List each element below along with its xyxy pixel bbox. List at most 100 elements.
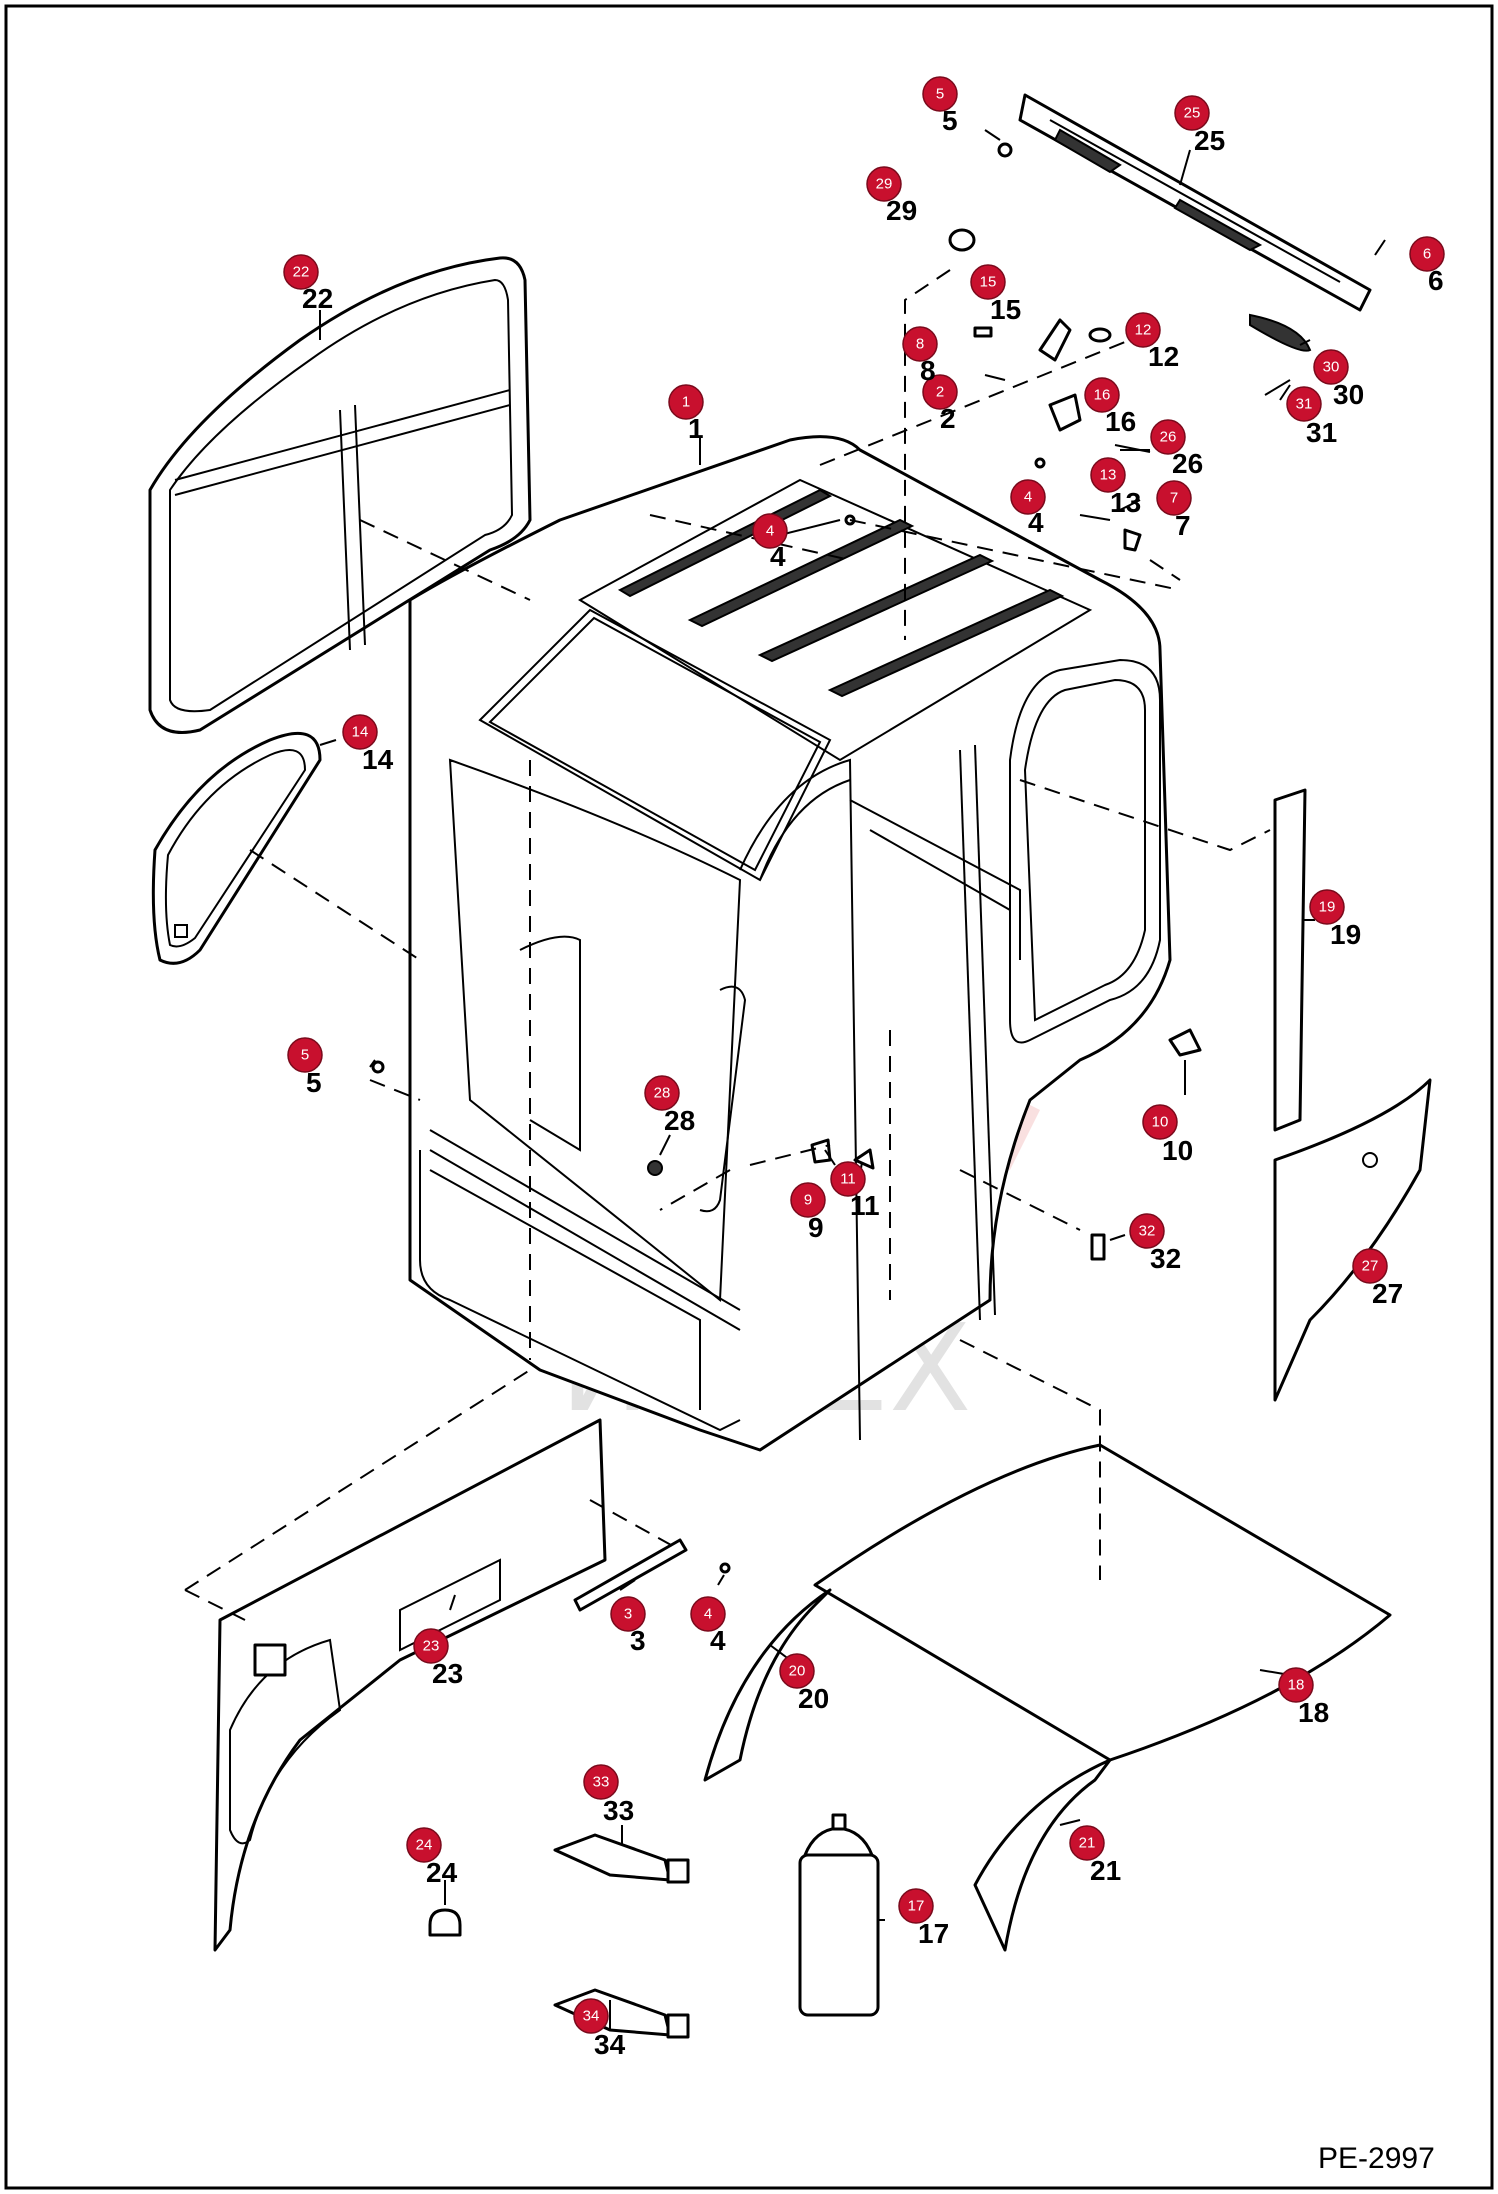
bushing-29 [948,228,976,252]
part-number-9: 9 [808,1212,824,1243]
part-badge-7[interactable] [1156,480,1192,516]
part-badge-label-7: 7 [1170,490,1178,507]
part-badge-23[interactable] [413,1628,449,1664]
part-badge-label-24: 24 [416,1837,433,1854]
part-badge-26[interactable] [1150,419,1186,455]
part-number-25: 25 [1194,125,1225,156]
part-badge-16[interactable] [1084,377,1120,413]
part-badge-label-4c: 4 [704,1606,712,1623]
part-number-26: 26 [1172,448,1203,479]
latch-assembly [844,318,1151,552]
part-badge-30[interactable] [1313,349,1349,385]
part-badge-label-3: 3 [624,1606,632,1623]
part-badge-28[interactable] [644,1075,680,1111]
part-callout-2: 22 [922,374,958,434]
part-callout-9: 99 [790,1182,826,1243]
part-badge-18[interactable] [1278,1667,1314,1703]
part-badge-label-5b: 5 [301,1047,309,1064]
part-number-13: 13 [1110,487,1141,518]
part-badge-8[interactable] [902,326,938,362]
bolt-11 [853,1148,875,1170]
pin-32 [1090,1233,1106,1261]
nut-5-left [371,1060,385,1074]
part-badge-11[interactable] [830,1161,866,1197]
part-number-20: 20 [798,1683,829,1714]
part-callout-5b: 55 [287,1037,323,1098]
part-badge-9[interactable] [790,1182,826,1218]
part-badge-4c[interactable] [690,1596,726,1632]
part-badge-34[interactable] [573,1998,609,2034]
part-badge-29[interactable] [866,166,902,202]
part-number-31: 31 [1306,417,1337,448]
part-badge-12[interactable] [1125,312,1161,348]
part-number-1: 1 [688,413,704,444]
part-badge-label-16: 16 [1094,387,1111,404]
part-number-4c: 4 [710,1625,726,1656]
part-number-4a: 4 [770,541,786,572]
part-badge-6[interactable] [1409,236,1445,272]
part-badge-1[interactable] [668,384,704,420]
part-badge-4a[interactable] [752,513,788,549]
part-callout-4c: 44 [690,1596,726,1656]
part-badge-13[interactable] [1090,457,1126,493]
part-badge-5b[interactable] [287,1037,323,1073]
part-badge-14[interactable] [342,714,378,750]
part-number-21: 21 [1090,1855,1121,1886]
part-badge-20[interactable] [779,1653,815,1689]
pin-31 [1264,379,1291,396]
part-badge-17[interactable] [898,1888,934,1924]
part-badge-25[interactable] [1174,95,1210,131]
part-number-18: 18 [1298,1697,1329,1728]
part-badge-15[interactable] [970,264,1006,300]
part-badge-2[interactable] [922,374,958,410]
part-callout-8: 88 [902,326,938,386]
part-badge-3[interactable] [610,1596,646,1632]
part-badge-label-4b: 4 [1024,489,1032,506]
part-badge-24[interactable] [406,1827,442,1863]
part-number-16: 16 [1105,406,1136,437]
part-badge-label-8: 8 [916,336,924,353]
part-badge-33[interactable] [583,1764,619,1800]
side-seal-14 [151,731,322,965]
part-badge-5a[interactable] [922,76,958,112]
part-number-28: 28 [664,1105,695,1136]
part-badge-label-25: 25 [1184,105,1201,122]
part-badge-label-21: 21 [1079,1835,1096,1852]
part-number-2: 2 [940,403,956,434]
part-number-23: 23 [432,1658,463,1689]
interior-panel-23 [213,1418,607,1952]
part-badge-4b[interactable] [1010,479,1046,515]
part-badge-label-20: 20 [789,1663,806,1680]
part-badge-21[interactable] [1069,1825,1105,1861]
part-number-5b: 5 [306,1067,322,1098]
part-badge-19[interactable] [1309,889,1345,925]
part-number-4b: 4 [1028,507,1044,538]
part-badge-22[interactable] [283,254,319,290]
part-badge-10[interactable] [1142,1104,1178,1140]
part-badge-label-28: 28 [654,1085,671,1102]
part-badge-label-14: 14 [352,724,369,741]
part-badge-label-1: 1 [682,394,690,411]
part-number-6: 6 [1428,265,1444,296]
trim-strip-19 [1273,788,1307,1132]
rear-window-22 [148,256,532,734]
part-badge-31[interactable] [1286,386,1322,422]
part-badge-32[interactable] [1129,1213,1165,1249]
part-callout-1: 11 [668,384,704,444]
part-number-19: 19 [1330,919,1361,950]
part-badge-27[interactable] [1352,1248,1388,1284]
nut-5-top [997,142,1013,158]
